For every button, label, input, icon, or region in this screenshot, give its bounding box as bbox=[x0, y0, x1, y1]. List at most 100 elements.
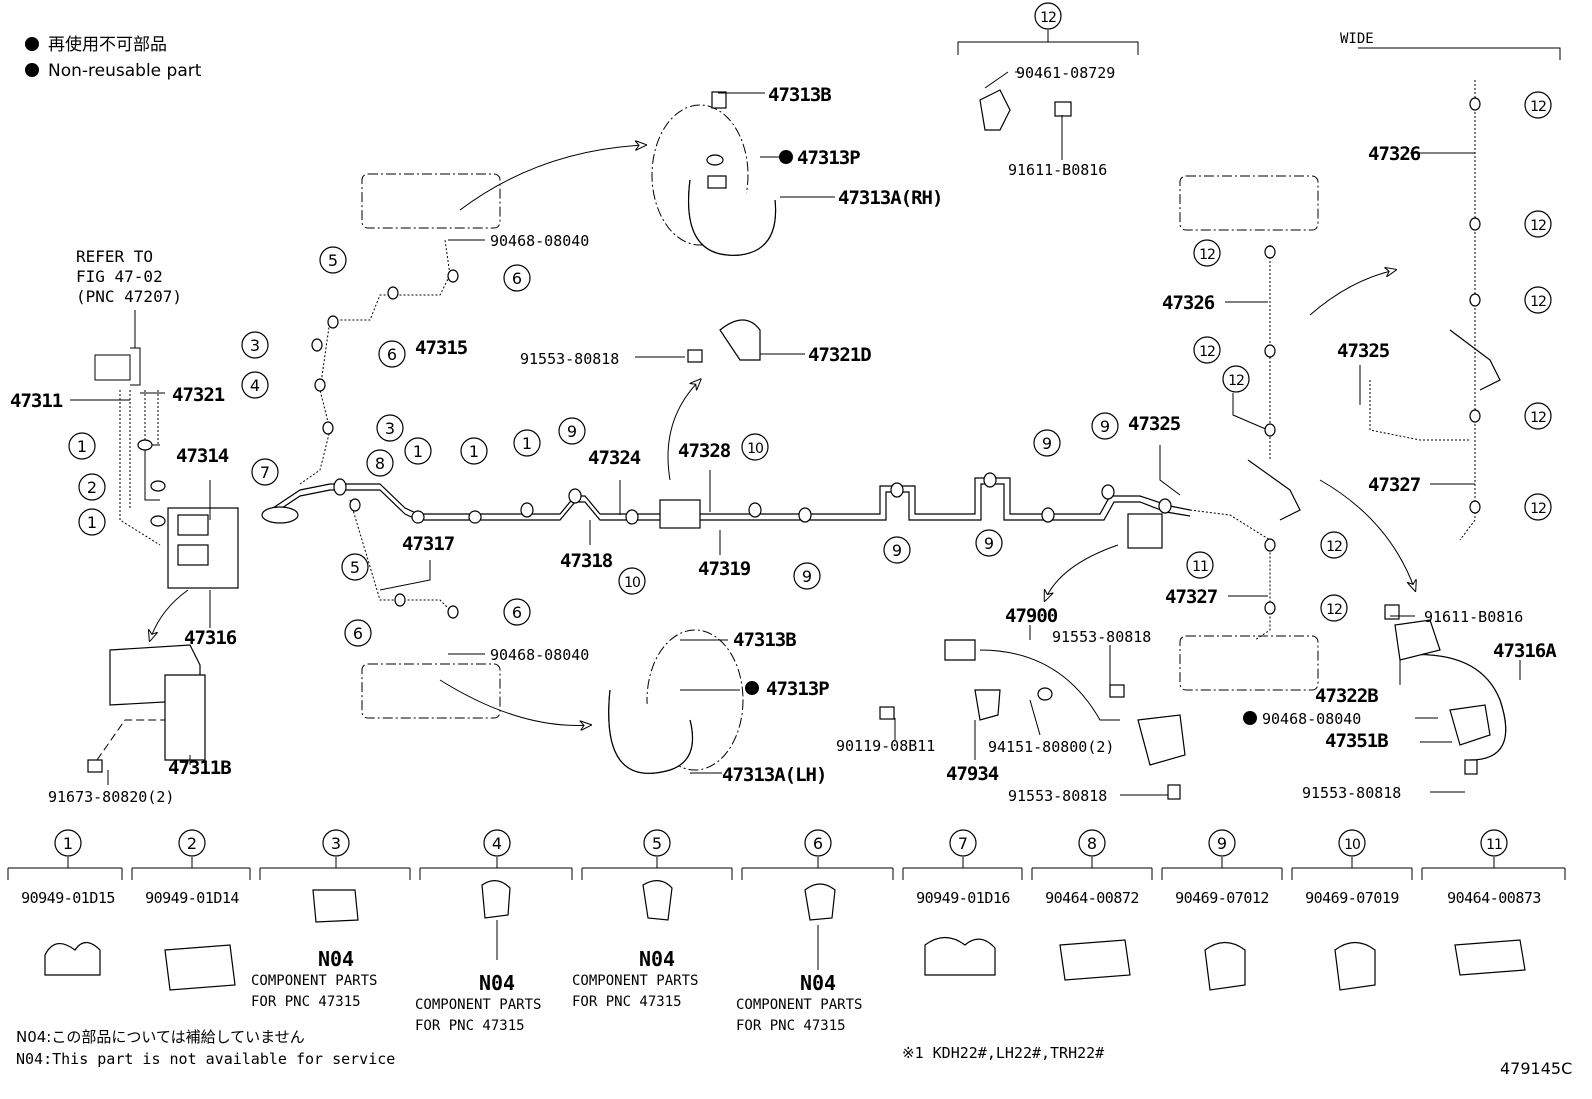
callout-number: 3 bbox=[385, 419, 395, 438]
clip-sub2: FOR PNC 47315 bbox=[736, 1018, 846, 1034]
part-label-91553-80818: 91553-80818 bbox=[1302, 784, 1401, 802]
callout-12: 12 bbox=[1034, 2, 1062, 30]
callout-circle bbox=[1034, 2, 1062, 30]
callout-circle bbox=[1524, 286, 1552, 314]
callout-3: 3 bbox=[241, 331, 269, 359]
part-label-47311: 47311 bbox=[10, 390, 63, 412]
callout-circle bbox=[975, 529, 1003, 557]
part-label-47325: 47325 bbox=[1128, 413, 1181, 435]
callout-circle bbox=[1193, 239, 1221, 267]
part-label-90119-08b11: 90119-08B11 bbox=[836, 737, 935, 755]
clip-callout-circle bbox=[322, 829, 350, 857]
clip-sub2: FOR PNC 47315 bbox=[251, 994, 361, 1010]
callout-number: 9 bbox=[802, 567, 812, 586]
callout-circle bbox=[366, 449, 394, 477]
callout-number: 10 bbox=[747, 441, 763, 457]
callout-circle bbox=[1091, 412, 1119, 440]
clip-callout-number: 2 bbox=[187, 834, 197, 853]
callout-circle bbox=[503, 598, 531, 626]
callout-12: 12 bbox=[1222, 365, 1250, 393]
top-bracket-group12 bbox=[957, 30, 1561, 60]
callout-9: 9 bbox=[975, 529, 1003, 557]
callout-12: 12 bbox=[1524, 210, 1552, 238]
non-reusable-dot-icon bbox=[745, 681, 759, 695]
non-reusable-markers bbox=[745, 150, 1257, 725]
callout-number: 1 bbox=[522, 434, 532, 453]
clip-callout-circle bbox=[1208, 829, 1236, 857]
callout-12: 12 bbox=[1524, 402, 1552, 430]
part-label-47321d: 47321D bbox=[808, 344, 871, 366]
callout-11: 11 bbox=[1186, 551, 1214, 579]
callout-12: 12 bbox=[1524, 91, 1552, 119]
callout-circle bbox=[1524, 493, 1552, 521]
callout-number: 9 bbox=[567, 422, 577, 441]
clip-callout-number: 10 bbox=[1344, 837, 1360, 853]
callout-number: 6 bbox=[387, 345, 397, 364]
part-label-47313b: 47313B bbox=[768, 84, 831, 106]
part-label-47934: 47934 bbox=[946, 763, 999, 785]
clip-callout-circle bbox=[643, 829, 671, 857]
callout-number: 6 bbox=[353, 624, 363, 643]
clip-callout-number: 4 bbox=[492, 834, 502, 853]
callout-9: 9 bbox=[1091, 412, 1119, 440]
callout-circle bbox=[883, 536, 911, 564]
callout-number: 12 bbox=[1199, 344, 1215, 360]
part-label-91553-80818: 91553-80818 bbox=[1052, 628, 1151, 646]
part-label-47327: 47327 bbox=[1368, 474, 1421, 496]
callout-number: 12 bbox=[1530, 99, 1546, 115]
callout-circle bbox=[241, 331, 269, 359]
callout-circle bbox=[1320, 594, 1348, 622]
callout-12: 12 bbox=[1320, 531, 1348, 559]
part-label-47313p: 47313P bbox=[797, 147, 860, 169]
part-label-47324: 47324 bbox=[588, 447, 641, 469]
flexible-hoses bbox=[608, 179, 1507, 774]
callout-circle bbox=[319, 246, 347, 274]
part-label-47900: 47900 bbox=[1005, 605, 1058, 627]
clip-table-lines bbox=[7, 857, 1566, 970]
callout-number: 9 bbox=[1042, 434, 1052, 453]
legend-en: Non-reusable part bbox=[48, 61, 202, 81]
part-label-90468-08040: 90468-08040 bbox=[490, 232, 589, 250]
callout-number: 5 bbox=[350, 558, 360, 577]
clip-callout-circle bbox=[1480, 829, 1508, 857]
callout-5: 5 bbox=[319, 246, 347, 274]
part-label-47314: 47314 bbox=[176, 445, 229, 467]
callout-12: 12 bbox=[1320, 594, 1348, 622]
callout-circle bbox=[1320, 531, 1348, 559]
callout-circle bbox=[251, 458, 279, 486]
figure-number: 479145C bbox=[1500, 1059, 1572, 1078]
callout-circle bbox=[378, 340, 406, 368]
legend-jp: 再使用不可部品 bbox=[48, 34, 167, 55]
callout-circle bbox=[404, 437, 432, 465]
callout-number: 12 bbox=[1228, 373, 1244, 389]
callout-number: 10 bbox=[624, 575, 640, 591]
callout-10: 10 bbox=[741, 433, 769, 461]
callout-8: 8 bbox=[366, 449, 394, 477]
callout-number: 9 bbox=[1100, 417, 1110, 436]
clip-part-number: 90464-00872 bbox=[1045, 889, 1139, 907]
callout-number: 12 bbox=[1530, 501, 1546, 517]
callout-number: 12 bbox=[1199, 247, 1215, 263]
part-label-47316: 47316 bbox=[184, 627, 237, 649]
part-label-47317: 47317 bbox=[402, 533, 455, 555]
callout-6: 6 bbox=[344, 619, 372, 647]
part-sketches bbox=[87, 89, 1491, 800]
callout-circle bbox=[1222, 365, 1250, 393]
clip-sub1: COMPONENT PARTS bbox=[251, 973, 377, 989]
callout-number: 12 bbox=[1326, 602, 1342, 618]
callout-number: 4 bbox=[250, 376, 260, 395]
part-label-47315: 47315 bbox=[415, 337, 468, 359]
non-reusable-dot-icon bbox=[1243, 711, 1257, 725]
part-label-91553-80818: 91553-80818 bbox=[520, 350, 619, 368]
clip-callout-number: 1 bbox=[63, 834, 73, 853]
part-label-47321: 47321 bbox=[172, 384, 225, 406]
clip-part-number: 90949-01D15 bbox=[21, 889, 115, 907]
callout-number: 1 bbox=[87, 513, 97, 532]
